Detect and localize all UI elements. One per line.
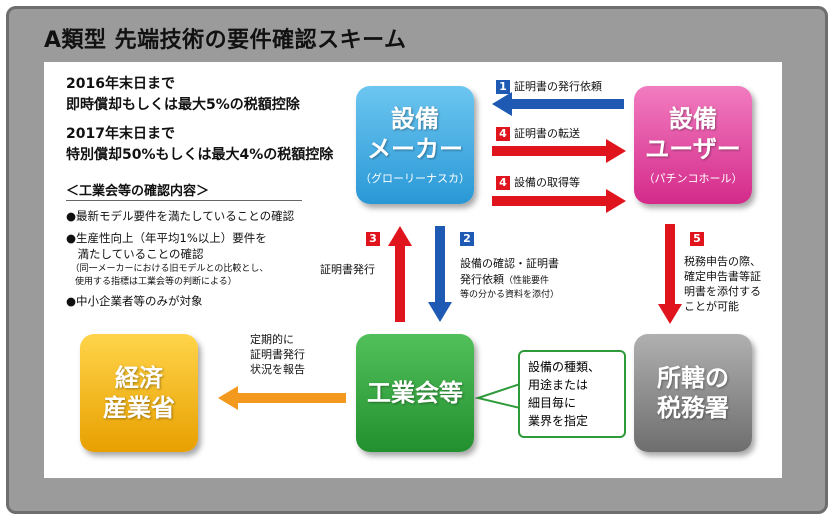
equipment-maker-box: 設備 メーカー （グローリーナスカ） — [356, 86, 474, 204]
note-2016-benefit: 即時償却もしくは最大5%の税額控除 — [66, 97, 300, 113]
meti-box: 経済 産業省 — [80, 334, 198, 452]
step-badge-1: 1 — [496, 80, 510, 94]
step-label-2-line2: 発行依頼（性能要件 — [460, 273, 550, 286]
tax-line2: 税務署 — [657, 394, 729, 422]
step-label-2-line3: 等の分かる資料を添付） — [460, 290, 560, 300]
maker-line1: 設備 — [391, 105, 439, 133]
step-label-5-line1: 税務申告の際、 — [684, 255, 761, 268]
step-badge-4a: 4 — [496, 127, 510, 141]
report-label-line1: 定期的に — [250, 333, 294, 346]
step-label-3: 証明書発行 — [320, 263, 375, 276]
arrow-forward-certificate — [492, 139, 626, 163]
note-2017-benefit: 特別償却50%もしくは最大4%の税額控除 — [66, 147, 334, 163]
report-label-line2: 証明書発行 — [250, 348, 305, 361]
check-heading: ＜工業会等の確認内容＞ — [66, 184, 210, 199]
step-label-2-line1: 設備の確認・証明書 — [460, 257, 559, 270]
step-label-1: 証明書の発行依頼 — [514, 80, 602, 93]
maker-line2: メーカー — [367, 135, 463, 163]
maker-sub: （グローリーナスカ） — [360, 172, 470, 185]
check-bullet-2-note-1: （同一メーカーにおける旧モデルとの比較とし、 — [66, 264, 269, 274]
arrow-verification-request — [428, 226, 452, 322]
callout-pointer — [474, 382, 521, 410]
check-bullet-2-cont: 満たしていることの確認 — [66, 247, 204, 261]
user-line2: ユーザー — [645, 135, 741, 163]
step-label-4a: 証明書の転送 — [514, 127, 580, 140]
diagram-title: A類型 先端技術の要件確認スキーム — [44, 28, 407, 53]
user-line1: 設備 — [669, 105, 717, 133]
assoc-line1: 工業会等 — [367, 379, 463, 407]
callout-line1: 設備の種類、 — [528, 360, 601, 374]
step-label-5-line2: 確定申告書等証 — [684, 270, 761, 283]
arrow-report — [218, 386, 346, 410]
note-2016-deadline: 2016年末日まで — [66, 76, 175, 92]
arrow-issue-certificate — [388, 226, 412, 322]
callout-line3: 細目毎に — [528, 396, 577, 410]
arrow-acquire-equipment — [492, 189, 626, 213]
step-badge-2: 2 — [460, 232, 474, 246]
note-2017-deadline: 2017年末日まで — [66, 126, 175, 142]
step-badge-4b: 4 — [496, 176, 510, 190]
check-bullet-2-note-2: 使用する指標は工業会等の判断による） — [66, 277, 237, 287]
heading-divider — [66, 200, 302, 201]
check-bullet-3: ●中小企業者等のみが対象 — [66, 294, 203, 308]
step-label-5-line3: 明書を添付する — [684, 285, 761, 298]
user-sub: （パチンコホール） — [643, 172, 743, 185]
designation-callout: 設備の種類、 用途または 細目毎に 業界を指定 — [518, 350, 626, 438]
tax-line1: 所轄の — [657, 364, 729, 392]
report-label-line3: 状況を報告 — [250, 363, 305, 376]
step-badge-3: 3 — [366, 232, 380, 246]
step-badge-5: 5 — [690, 232, 704, 246]
meti-line1: 経済 — [115, 364, 163, 392]
arrow-tax-filing — [658, 224, 682, 324]
step-label-4b: 設備の取得等 — [514, 176, 580, 189]
check-bullet-2: ●生産性向上（年平均1%以上）要件を — [66, 231, 267, 245]
callout-line4: 業界を指定 — [528, 414, 589, 428]
meti-line2: 産業省 — [103, 394, 175, 422]
check-bullet-1: ●最新モデル要件を満たしていることの確認 — [66, 209, 295, 223]
callout-line2: 用途または — [528, 378, 589, 392]
tax-office-box: 所轄の 税務署 — [634, 334, 752, 452]
industry-association-box: 工業会等 — [356, 334, 474, 452]
arrow-issue-request — [492, 92, 624, 116]
equipment-user-box: 設備 ユーザー （パチンコホール） — [634, 86, 752, 204]
step-label-5-line4: ことが可能 — [684, 300, 739, 313]
